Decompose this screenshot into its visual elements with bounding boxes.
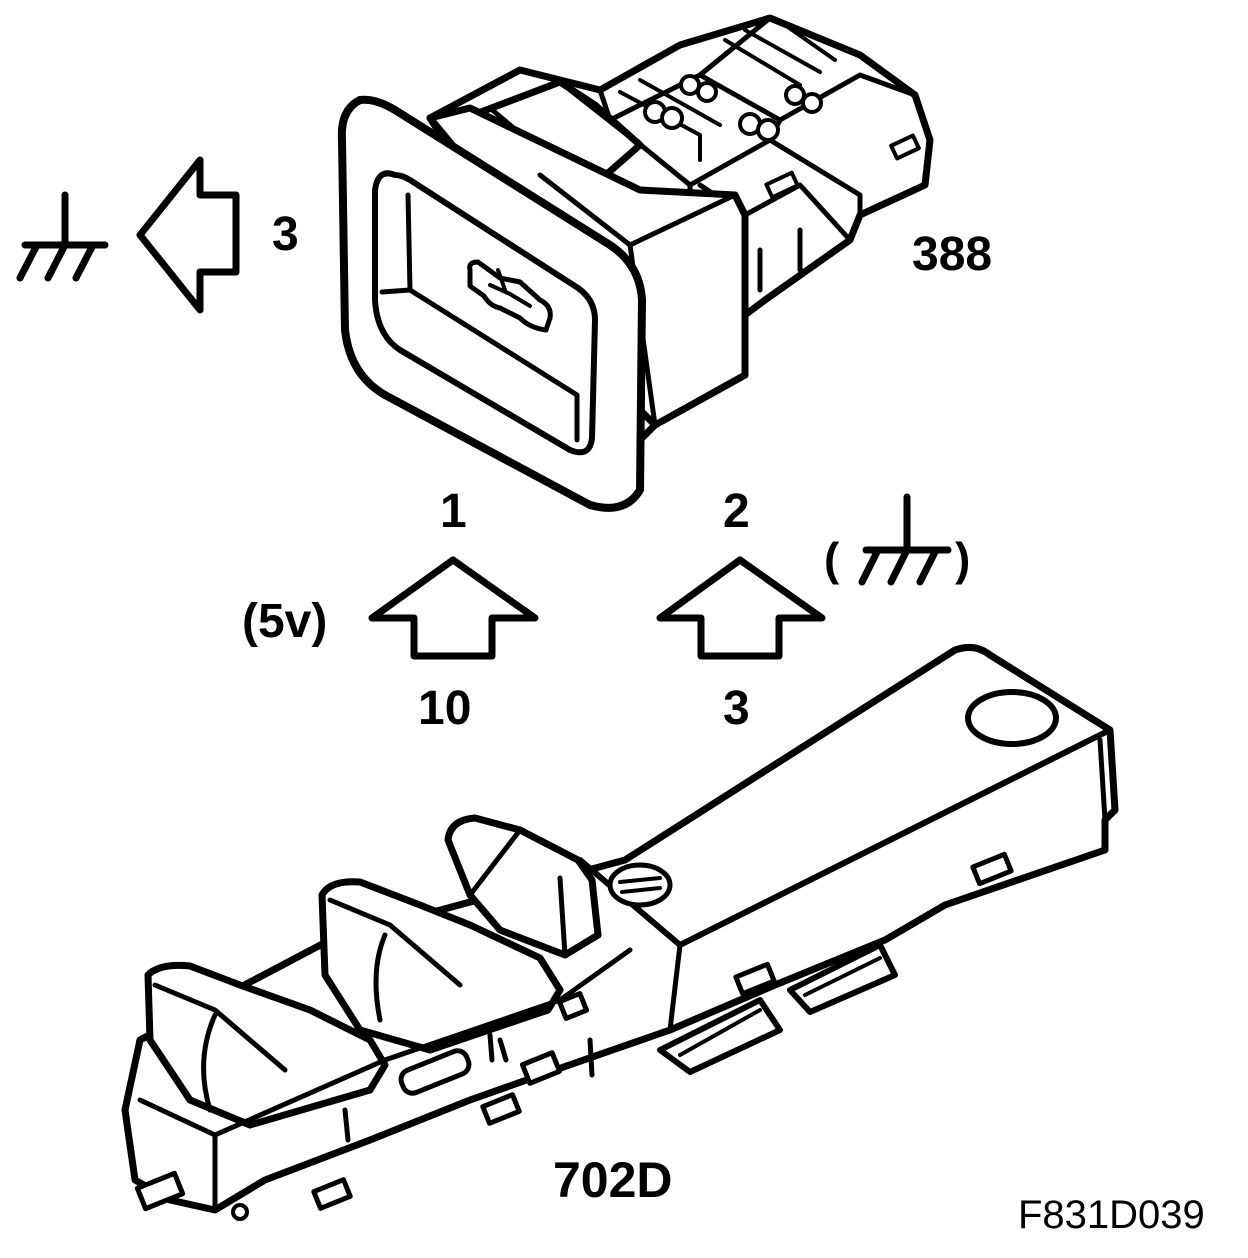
clip-7 <box>556 991 590 1021</box>
trunk-switch-388 <box>337 14 934 512</box>
module-part-number: 702D <box>553 1152 673 1208</box>
screw-icon <box>607 862 673 908</box>
clip-6 <box>970 851 1014 887</box>
paren-close: ) <box>955 533 970 585</box>
clip-1 <box>398 1048 472 1096</box>
clip-5 <box>733 961 777 997</box>
switch-pin-2-label: 2 <box>723 485 750 538</box>
arrow-up-icon-left <box>368 556 539 660</box>
window-switch-module-702D <box>121 643 1119 1221</box>
voltage-note: (5v) <box>242 595 327 648</box>
paren-open: ( <box>824 533 840 585</box>
clip-8 <box>134 1170 186 1212</box>
switch-pin-1-label: 1 <box>440 485 467 538</box>
ground-symbol-left <box>16 191 109 282</box>
ground-symbol-right <box>858 493 952 586</box>
figure-id: F831D039 <box>1018 1193 1205 1237</box>
clip-2 <box>519 1050 563 1086</box>
bottom-tab-1 <box>657 997 783 1075</box>
module-pin-3-label: 3 <box>723 682 750 735</box>
round-button <box>965 689 1059 747</box>
module-pin-10-label: 10 <box>418 682 471 735</box>
switch-part-number: 388 <box>912 228 992 281</box>
ground-pin-label: 3 <box>272 208 299 261</box>
clip-3 <box>480 1092 522 1126</box>
arrow-up-icon-right <box>656 556 826 660</box>
clip-4 <box>311 1177 353 1211</box>
arrow-left-icon <box>136 156 240 314</box>
